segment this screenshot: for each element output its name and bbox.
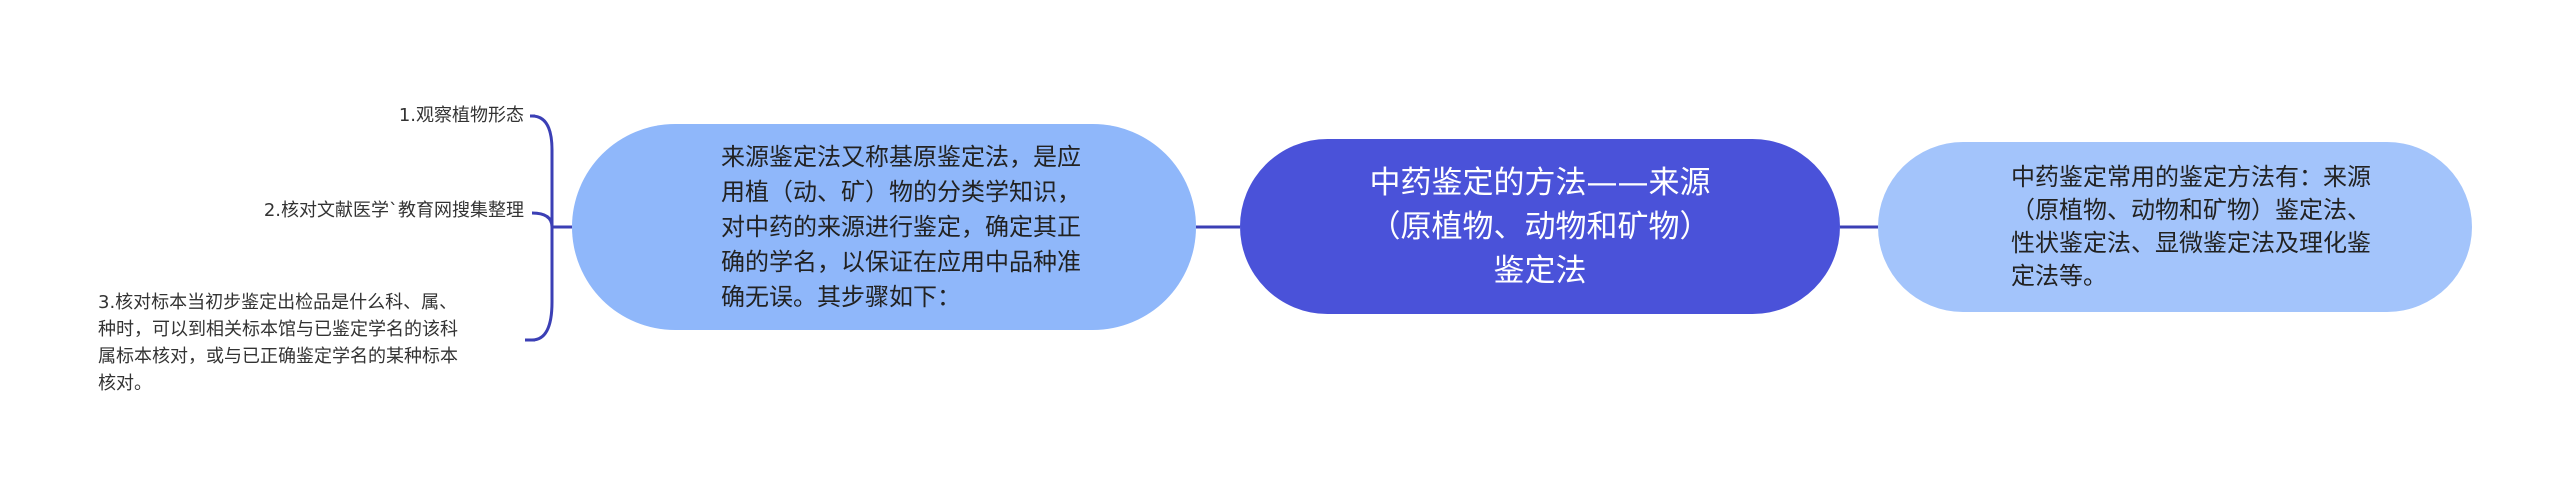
left-branch-node[interactable]: 来源鉴定法又称基原鉴定法，是应 用植（动、矿）物的分类学知识， 对中药的来源进行… bbox=[572, 124, 1196, 330]
leaf-step-3[interactable]: 3.核对标本当初步鉴定出检品是什么科、属、 种时，可以到相关标本馆与已鉴定学名的… bbox=[98, 292, 458, 394]
left-branch-text: 来源鉴定法又称基原鉴定法，是应 用植（动、矿）物的分类学知识， 对中药的来源进行… bbox=[721, 142, 1081, 311]
central-topic-text: 中药鉴定的方法——来源 （原植物、动物和矿物） 鉴定法 bbox=[1369, 164, 1711, 289]
connector-leaf-2 bbox=[531, 211, 554, 228]
leaf-step-1[interactable]: 1.观察植物形态 bbox=[398, 105, 524, 126]
central-topic-node[interactable]: 中药鉴定的方法——来源 （原植物、动物和矿物） 鉴定法 bbox=[1240, 139, 1840, 314]
bracket-curve bbox=[531, 114, 554, 342]
leaf-step-2[interactable]: 2.核对文献医学`教育网搜集整理 bbox=[263, 200, 524, 221]
right-branch-text: 中药鉴定常用的鉴定方法有：来源 （原植物、动物和矿物）鉴定法、 性状鉴定法、显微… bbox=[2011, 163, 2371, 290]
right-branch-node[interactable]: 中药鉴定常用的鉴定方法有：来源 （原植物、动物和矿物）鉴定法、 性状鉴定法、显微… bbox=[1878, 142, 2472, 312]
